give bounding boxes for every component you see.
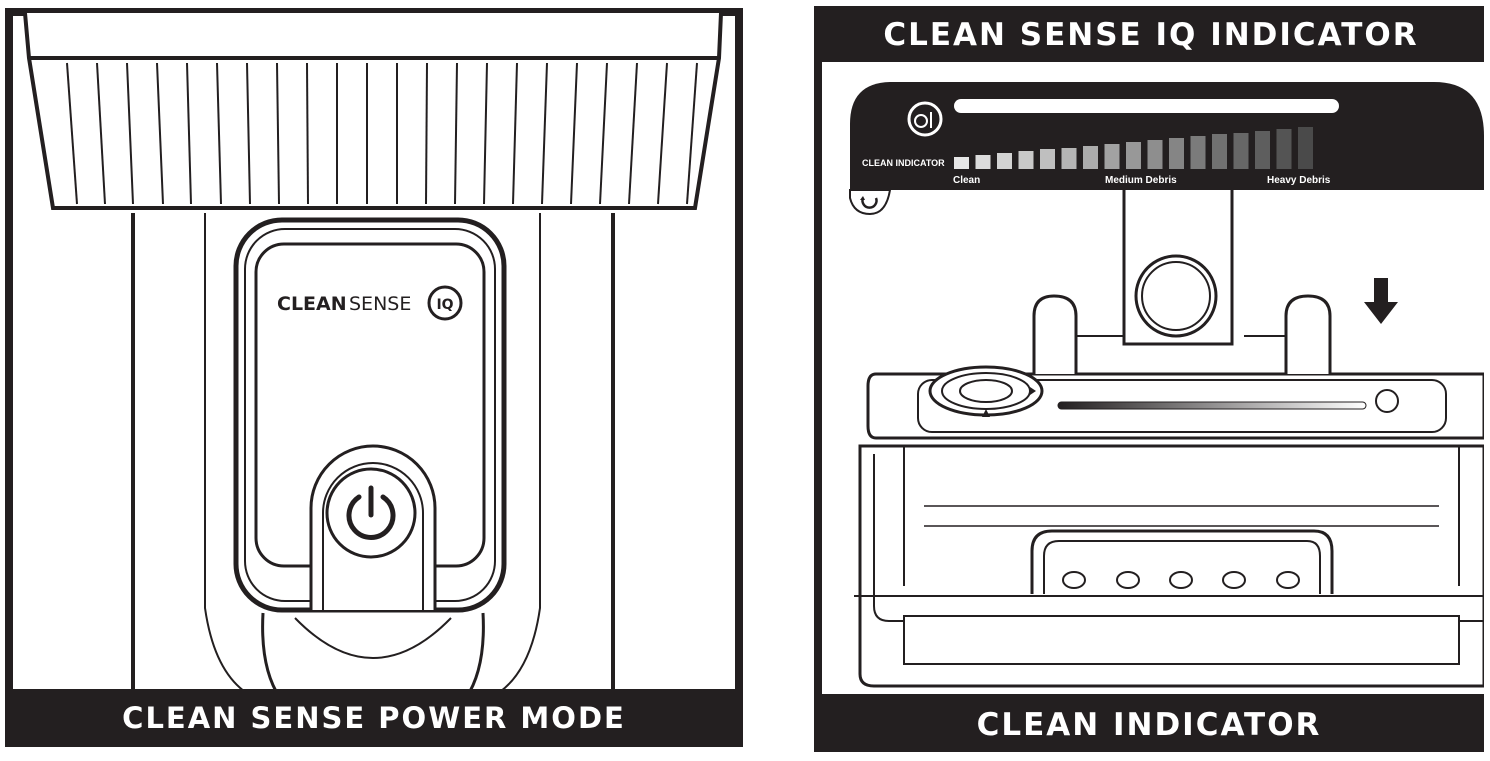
indicator-segment <box>954 157 969 169</box>
power-button[interactable] <box>325 467 417 559</box>
rotate-icon <box>849 189 892 216</box>
indicator-segment <box>1298 127 1313 169</box>
indicator-segment <box>1104 144 1120 169</box>
indicator-segment <box>1190 136 1206 169</box>
indicator-segment <box>975 155 991 169</box>
indicator-segment <box>1083 146 1098 169</box>
clean-indicator-caption: CLEAN INDICATOR <box>976 707 1322 743</box>
indicator-light-bar <box>954 99 1339 113</box>
power-toggle-icon <box>907 101 943 137</box>
indicator-segment <box>1061 148 1077 169</box>
indicator-segment <box>997 153 1012 169</box>
brand-sense-text: SENSE <box>349 293 411 315</box>
indicator-segment <box>1255 131 1270 169</box>
clean-sense-power-mode-panel: CLEAN SENSE IQ CLEAN SENSE POWER MODE <box>5 8 743 747</box>
scale-label-heavy-debris: Heavy Debris <box>1267 175 1331 186</box>
indicator-segment <box>1018 151 1034 169</box>
scale-label-clean: Clean <box>953 175 980 186</box>
vacuum-handle-illustration: CLEAN SENSE IQ <box>5 8 743 747</box>
debris-level-segments <box>954 127 1313 169</box>
iq-badge-icon: IQ <box>427 285 463 321</box>
indicator-segment <box>1147 140 1163 169</box>
vacuum-head-illustration: CLEAN INDICATOR Clean Medium Debris Heav… <box>814 6 1484 752</box>
indicator-segment <box>1233 133 1249 169</box>
iq-indicator-header: CLEAN SENSE IQ INDICATOR <box>883 17 1419 53</box>
clean-indicator-label: CLEAN INDICATOR <box>862 158 945 168</box>
clean-sense-iq-indicator-panel: CLEAN INDICATOR Clean Medium Debris Heav… <box>814 6 1484 752</box>
brand-clean-text: CLEAN <box>277 293 347 315</box>
svg-text:IQ: IQ <box>436 297 453 313</box>
indicator-segment <box>1212 134 1227 169</box>
power-mode-caption: CLEAN SENSE POWER MODE <box>122 701 626 735</box>
scale-label-medium-debris: Medium Debris <box>1105 175 1177 186</box>
indicator-segment <box>1169 138 1184 169</box>
down-arrow-icon <box>1364 278 1398 324</box>
indicator-segment <box>1040 149 1055 169</box>
indicator-segment <box>1126 142 1141 169</box>
power-icon <box>346 485 396 540</box>
indicator-segment <box>1276 129 1292 169</box>
